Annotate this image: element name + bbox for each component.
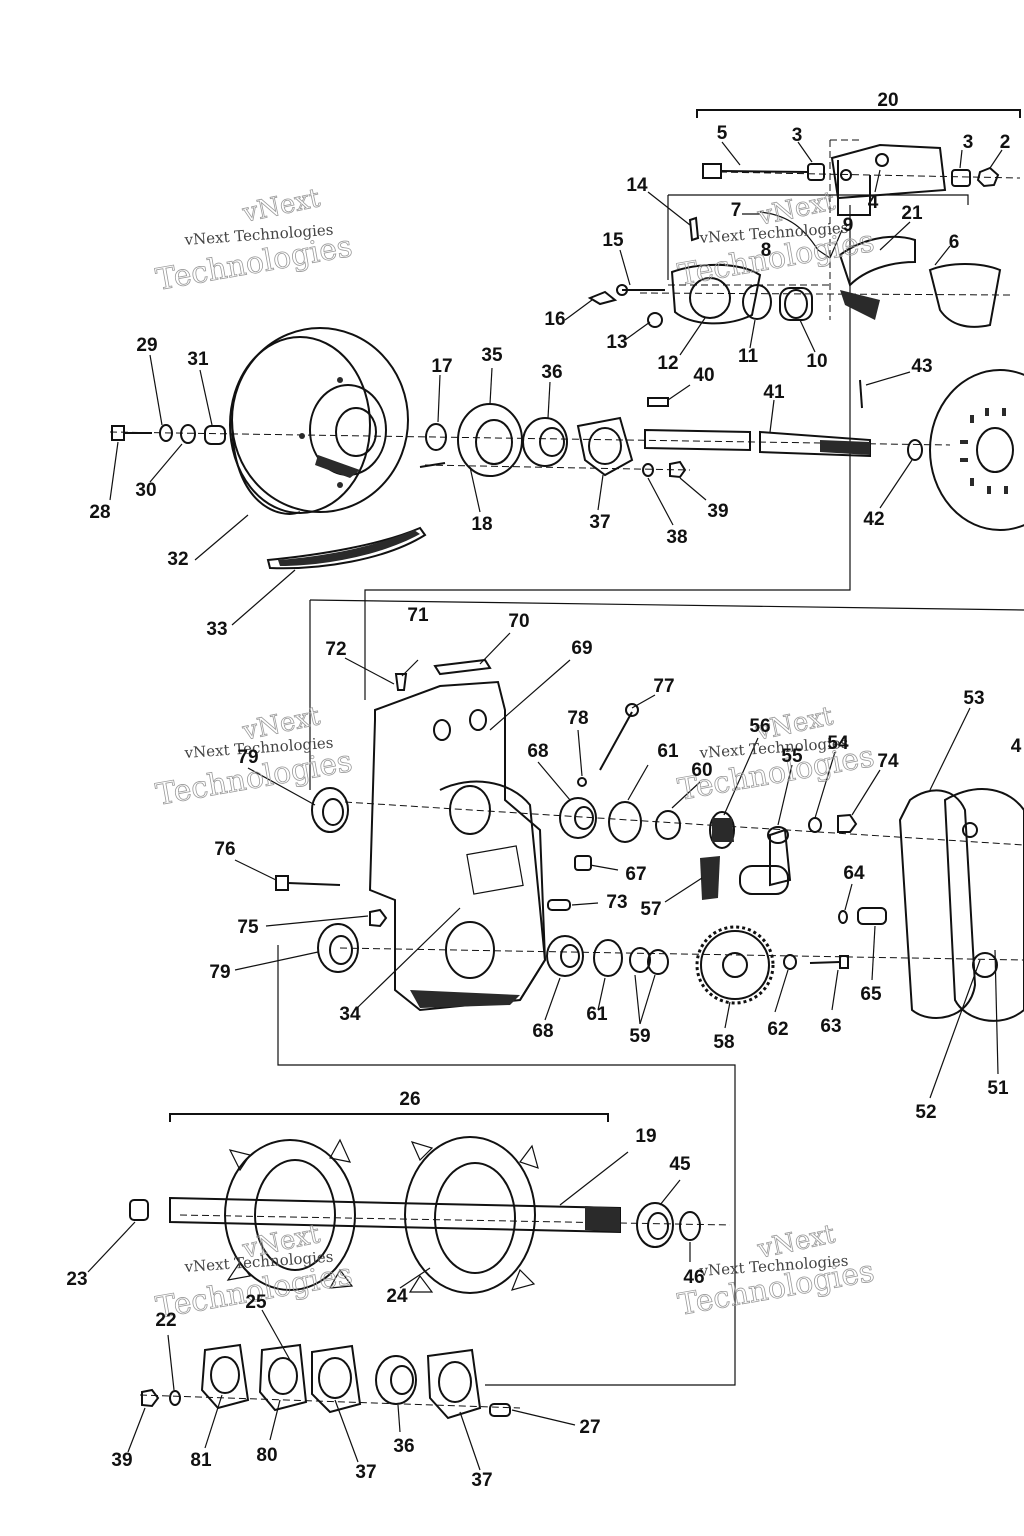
part-label-36: 36 xyxy=(541,362,562,383)
part-label-65: 65 xyxy=(860,984,882,1005)
part-label-28: 28 xyxy=(89,502,110,523)
part-label-63: 63 xyxy=(820,1016,841,1037)
part-label-35: 35 xyxy=(481,345,503,366)
part-label-2: 2 xyxy=(1000,132,1011,153)
driven-pulley-row xyxy=(111,327,1024,570)
part-label-30: 30 xyxy=(135,480,156,501)
part-label-64: 64 xyxy=(843,863,865,884)
part-label-14: 14 xyxy=(626,175,648,196)
part-label-41: 41 xyxy=(763,382,785,403)
part-label-15: 15 xyxy=(602,230,624,251)
part-label-42: 42 xyxy=(863,509,884,530)
part-label-45: 45 xyxy=(669,1154,691,1175)
part-label-18: 18 xyxy=(471,514,492,535)
part-label-39: 39 xyxy=(707,501,728,522)
part-label-11: 11 xyxy=(738,346,759,367)
part-label-60: 60 xyxy=(691,760,712,781)
part-label-75: 75 xyxy=(237,917,259,938)
part-label-36: 36 xyxy=(393,1436,414,1457)
part-label-12: 12 xyxy=(657,353,678,374)
watermark-mid-right: vNext vNext Technologies Technologies xyxy=(675,701,877,808)
part-label-71: 71 xyxy=(407,605,429,626)
part-label-43: 43 xyxy=(911,356,932,377)
part-label-27: 27 xyxy=(579,1417,600,1438)
part-label-25: 25 xyxy=(245,1292,267,1313)
group-brackets xyxy=(169,109,1021,1122)
part-label-74: 74 xyxy=(877,751,899,772)
leader-lines xyxy=(87,141,1003,1471)
part-label-37: 37 xyxy=(471,1470,492,1491)
watermark-bottom-right: vNext vNext Technologies Technologies xyxy=(675,1219,877,1323)
part-label-37: 37 xyxy=(355,1462,376,1483)
part-label-38: 38 xyxy=(666,527,687,548)
part-label-72: 72 xyxy=(325,639,346,660)
part-label-40: 40 xyxy=(693,365,714,386)
part-label-3: 3 xyxy=(792,125,803,146)
part-label-39: 39 xyxy=(111,1450,132,1471)
part-label-37: 37 xyxy=(589,512,610,533)
watermark-top-left: vNext vNext Technologies Technologies xyxy=(153,183,355,298)
part-label-80: 80 xyxy=(256,1445,277,1466)
part-label-23: 23 xyxy=(66,1269,87,1290)
part-label-69: 69 xyxy=(571,638,592,659)
part-label-9: 9 xyxy=(843,215,854,236)
part-label-61: 61 xyxy=(657,741,679,762)
part-label-26: 26 xyxy=(399,1089,420,1110)
part-labels: 20 5 3 3 2 4 21 14 7 9 6 8 15 16 13 12 1… xyxy=(66,90,1021,1491)
part-label-58: 58 xyxy=(713,1032,734,1053)
part-label-22: 22 xyxy=(155,1310,176,1331)
part-label-33: 33 xyxy=(206,619,227,640)
part-label-76: 76 xyxy=(214,839,235,860)
part-label-16: 16 xyxy=(544,309,565,330)
part-label-8: 8 xyxy=(761,240,772,261)
axis-lines xyxy=(109,171,1024,1409)
part-label-78: 78 xyxy=(567,708,588,729)
part-label-34: 34 xyxy=(339,1004,361,1025)
part-label-3: 3 xyxy=(963,132,974,153)
part-label-52: 52 xyxy=(915,1102,936,1123)
assembly-outline-lines xyxy=(277,139,1024,1386)
part-label-53: 53 xyxy=(963,688,984,709)
part-label-81: 81 xyxy=(190,1450,212,1471)
part-label-32: 32 xyxy=(167,549,188,570)
part-label-10: 10 xyxy=(806,351,827,372)
track-drive-axle-row xyxy=(129,1136,701,1420)
part-label-46: 46 xyxy=(683,1267,704,1288)
part-label-70: 70 xyxy=(508,611,529,632)
part-label-55: 55 xyxy=(781,746,803,767)
part-label-29: 29 xyxy=(136,335,157,356)
part-label-20: 20 xyxy=(877,90,898,111)
part-label-21: 21 xyxy=(901,203,923,224)
part-label-4: 4 xyxy=(868,192,879,213)
part-label-5: 5 xyxy=(717,123,728,144)
part-label-19: 19 xyxy=(635,1126,656,1147)
part-label-61: 61 xyxy=(586,1004,608,1025)
part-label-56: 56 xyxy=(749,716,770,737)
part-label-79: 79 xyxy=(237,747,258,768)
part-label-4: 4 xyxy=(1011,736,1022,757)
part-label-17: 17 xyxy=(431,356,452,377)
part-label-59: 59 xyxy=(629,1026,650,1047)
part-label-13: 13 xyxy=(606,332,627,353)
part-label-62: 62 xyxy=(767,1019,788,1040)
part-label-51: 51 xyxy=(987,1078,1009,1099)
chaincase-row xyxy=(275,658,1024,1022)
part-label-54: 54 xyxy=(827,733,849,754)
part-label-73: 73 xyxy=(606,892,627,913)
part-label-24: 24 xyxy=(386,1286,408,1307)
part-label-79: 79 xyxy=(209,962,230,983)
part-label-68: 68 xyxy=(532,1021,553,1042)
part-label-57: 57 xyxy=(640,899,661,920)
brake-bracket-assembly xyxy=(587,143,1002,328)
part-label-67: 67 xyxy=(625,864,646,885)
part-label-77: 77 xyxy=(653,676,674,697)
part-label-31: 31 xyxy=(187,349,209,370)
part-label-7: 7 xyxy=(731,200,742,221)
watermark: vNext vNext Technologies Technologies vN… xyxy=(153,183,877,1326)
part-label-6: 6 xyxy=(949,232,960,253)
part-label-68: 68 xyxy=(527,741,548,762)
